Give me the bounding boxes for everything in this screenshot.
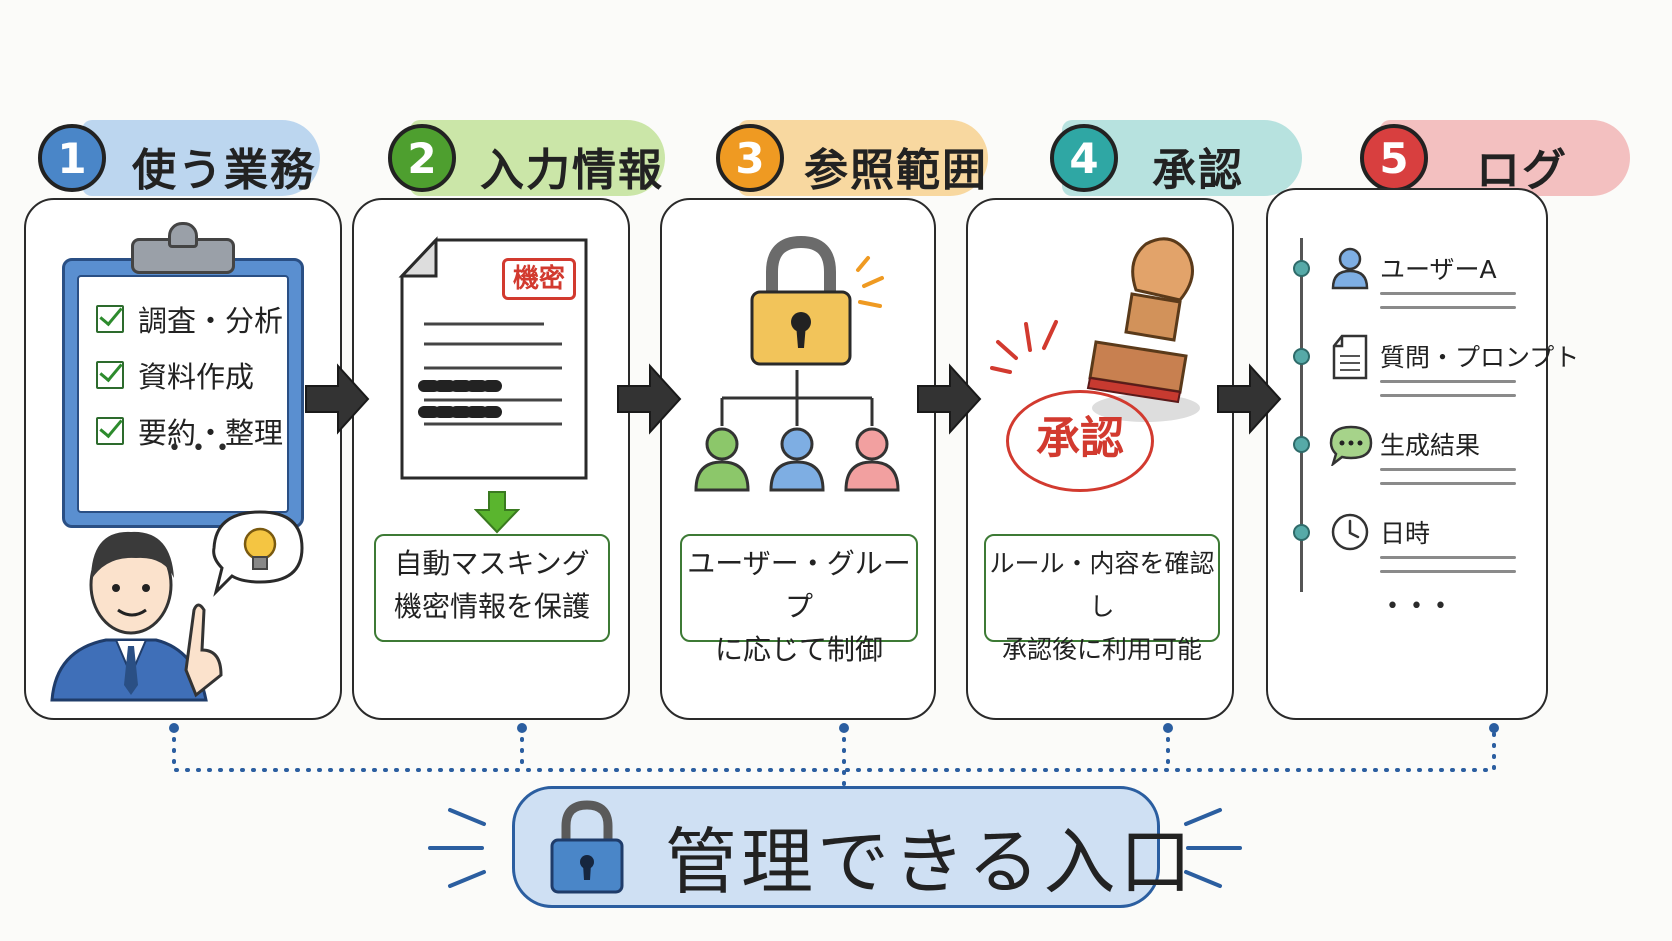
approval-line-1: ルール・内容を確認し: [989, 549, 1215, 621]
card-approval: 承認 ルール・内容を確認し 承認後に利用可能: [966, 198, 1234, 720]
log-entry-line: [1380, 468, 1516, 471]
timeline-line: [1300, 238, 1303, 592]
step-1-title: 使う業務: [132, 145, 316, 196]
card-use-cases: 調査・分析 資料作成 要約・整理 • • •: [24, 198, 342, 720]
log-more: • • •: [1386, 594, 1449, 619]
approval-description-box: ルール・内容を確認し 承認後に利用可能: [984, 534, 1220, 664]
user-blue-icon: [769, 427, 825, 492]
businessman-icon: [50, 531, 223, 702]
chat-bubble-icon: [1329, 425, 1373, 466]
step-2-number: 2: [388, 124, 456, 192]
impact-lines-icon: [990, 320, 1058, 374]
log-entry-line: [1380, 570, 1516, 573]
user-green-icon: [694, 427, 750, 492]
log-entry-line: [1380, 394, 1516, 397]
use-case-item: 資料作成: [96, 354, 254, 396]
timeline-dot: [1293, 524, 1310, 541]
padlock-blue-icon: [550, 800, 624, 894]
document-icon: [1332, 334, 1368, 380]
scope-line-2: に応じて制御: [714, 633, 883, 666]
flow-arrow-icon: [617, 363, 682, 435]
flow-arrow-icon: [1217, 363, 1282, 435]
timeline-dot: [1293, 260, 1310, 277]
hierarchy-tree-icon: [720, 370, 874, 426]
use-case-label: 調査・分析: [138, 304, 284, 338]
approval-line-2: 承認後に利用可能: [1001, 635, 1202, 664]
card-access-scope: ユーザー・グループ に応じて制御: [660, 198, 936, 720]
use-case-item: 要約・整理: [96, 410, 283, 452]
checkbox-icon: [96, 417, 124, 445]
log-entry-label: 日時: [1380, 519, 1431, 548]
lightbulb-icon: [212, 510, 304, 597]
scope-line-1: ユーザー・グループ: [687, 547, 911, 623]
down-arrow-icon: [474, 491, 520, 534]
step-4-number: 4: [1050, 124, 1118, 192]
log-entry-line: [1380, 380, 1516, 383]
masking-line-2: 機密情報を保護: [393, 590, 590, 623]
log-entry-line: [1380, 292, 1516, 295]
masking-line-1: 自動マスキング: [394, 547, 590, 580]
log-entry-line: [1380, 306, 1516, 309]
user-icon: [1331, 247, 1369, 290]
log-entry-label: ユーザーA: [1380, 255, 1497, 284]
use-case-label: 要約・整理: [138, 416, 284, 450]
card-input-info: 機密 自動マスキング 機密情報を保護: [352, 198, 630, 720]
clock-icon: [1331, 513, 1369, 551]
log-entry-line: [1380, 556, 1516, 559]
clipboard-clip-ring-icon: [168, 222, 198, 248]
log-entry-line: [1380, 482, 1516, 485]
sparkle-lines-icon: [856, 256, 884, 308]
timeline-dot: [1293, 348, 1310, 365]
masking-description-box: 自動マスキング 機密情報を保護: [374, 534, 610, 642]
step-3-number: 3: [716, 124, 784, 192]
approval-stamp: 承認: [1006, 390, 1154, 492]
scope-description-box: ユーザー・グループ に応じて制御: [680, 534, 918, 666]
step-1-number: 1: [38, 124, 106, 192]
emphasis-lines-left-icon: [428, 808, 486, 888]
user-pink-icon: [844, 427, 900, 492]
flow-arrow-icon: [917, 363, 982, 435]
padlock-icon: [750, 236, 852, 366]
checkbox-icon: [96, 305, 124, 333]
step-3-title: 参照範囲: [804, 145, 988, 196]
step-1-band: [82, 120, 320, 196]
card-log: ユーザーA 質問・プロンプト 生成結果 日時 • • •: [1266, 188, 1579, 720]
log-entry-label: 生成結果: [1380, 431, 1481, 460]
timeline-dot: [1293, 436, 1310, 453]
log-entry-label: 質問・プロンプト: [1380, 343, 1580, 372]
checkbox-icon: [96, 361, 124, 389]
use-case-item: 調査・分析: [96, 298, 283, 340]
step-2-title: 入力情報: [480, 145, 664, 196]
emphasis-lines-right-icon: [1184, 808, 1242, 888]
step-4-title: 承認: [1152, 145, 1244, 196]
confidential-stamp: 機密: [502, 258, 576, 300]
use-case-label: 資料作成: [138, 360, 255, 394]
use-case-more: • • •: [168, 436, 231, 461]
managed-gateway-label: 管理できる入口: [665, 820, 1196, 904]
step-5-title: ログ: [1476, 145, 1568, 196]
flow-arrow-icon: [305, 363, 370, 435]
clipboard: [62, 258, 304, 528]
